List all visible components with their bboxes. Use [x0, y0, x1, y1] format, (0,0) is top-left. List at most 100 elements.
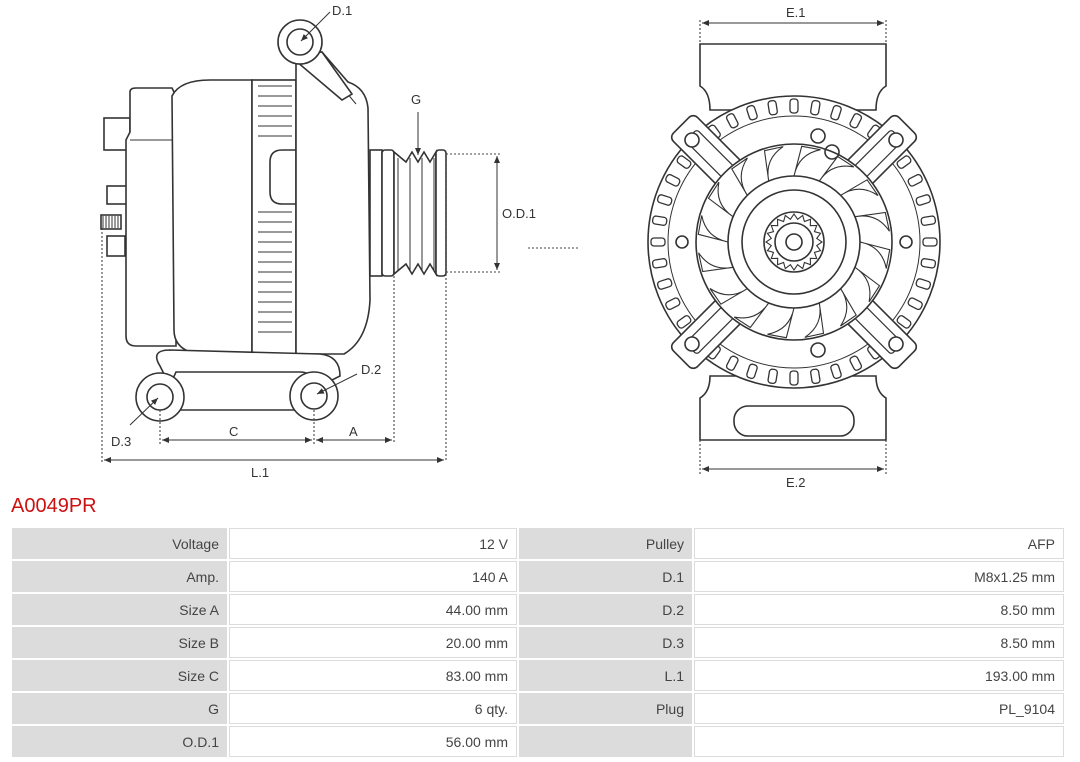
fan-blade — [731, 157, 748, 196]
spec-value-d1: M8x1.25 mm — [694, 561, 1064, 592]
fan-blade — [854, 266, 881, 303]
spec-value-g: 6 qty. — [229, 693, 517, 724]
label-g: G — [411, 92, 421, 107]
fan-blade — [697, 215, 729, 243]
fan-blade — [840, 179, 879, 196]
spec-value-d3: 8.50 mm — [694, 627, 1064, 658]
label-d2: D.2 — [361, 362, 381, 377]
spec-label-size-a: Size A — [12, 594, 227, 625]
vent-slot — [896, 155, 912, 169]
fan-blade — [840, 288, 857, 327]
vent-slot — [907, 297, 923, 311]
vent-slot — [746, 104, 758, 121]
vent-slot — [676, 155, 692, 169]
table-row: G 6 qty. Plug PL_9104 — [12, 693, 1064, 724]
label-d1: D.1 — [332, 3, 352, 18]
spec-label-d3: D.3 — [519, 627, 692, 658]
spec-value-plug: PL_9104 — [694, 693, 1064, 724]
fan-blade — [793, 145, 821, 177]
spec-label-plug: Plug — [519, 693, 692, 724]
fan-blade — [859, 241, 891, 269]
fan-blade — [709, 288, 748, 305]
spec-value-pulley: AFP — [694, 528, 1064, 559]
vent-slot — [725, 113, 739, 129]
spec-value-size-c: 83.00 mm — [229, 660, 517, 691]
spec-value-size-b: 20.00 mm — [229, 627, 517, 658]
label-c: C — [229, 424, 238, 439]
spec-value-size-a: 44.00 mm — [229, 594, 517, 625]
spec-label-g: G — [12, 693, 227, 724]
spec-label-l1: L.1 — [519, 660, 692, 691]
vent-slot — [920, 215, 937, 226]
vent-slot — [789, 370, 799, 386]
vent-slot — [830, 363, 842, 380]
spec-label-d2: D.2 — [519, 594, 692, 625]
fan-blade — [733, 302, 770, 329]
spec-value-d2: 8.50 mm — [694, 594, 1064, 625]
vent-slot — [665, 173, 681, 187]
vent-slot — [896, 315, 912, 329]
vent-slot — [767, 368, 778, 385]
fan-blade — [698, 252, 734, 273]
fan-blades — [697, 145, 891, 339]
spec-label-d1: D.1 — [519, 561, 692, 592]
label-d3: D.3 — [111, 434, 131, 449]
spec-value-od1: 56.00 mm — [229, 726, 517, 757]
side-view — [100, 11, 580, 463]
spec-label-voltage: Voltage — [12, 528, 227, 559]
spec-label-pulley: Pulley — [519, 528, 692, 559]
label-od1: O.D.1 — [502, 206, 536, 221]
label-a: A — [349, 424, 358, 439]
vent-slot — [810, 99, 821, 116]
spec-value-amp: 140 A — [229, 561, 517, 592]
vent-slot — [789, 98, 799, 114]
vent-slot — [665, 297, 681, 311]
vent-slot — [922, 237, 938, 247]
spec-label-size-c: Size C — [12, 660, 227, 691]
fan-blade — [854, 211, 890, 232]
spec-value-voltage: 12 V — [229, 528, 517, 559]
vent-slot — [650, 237, 666, 247]
vent-slot — [725, 355, 739, 371]
spec-label-empty — [519, 726, 692, 757]
vent-slot — [651, 215, 668, 226]
vent-slot — [656, 278, 673, 290]
vent-slot — [915, 278, 932, 290]
vent-slot — [830, 104, 842, 121]
label-e2: E.2 — [786, 475, 806, 490]
label-e1: E.1 — [786, 5, 806, 20]
fan-blade — [707, 181, 734, 218]
vent-slot — [920, 258, 937, 269]
vent-slot — [767, 99, 778, 116]
vent-slot — [849, 113, 863, 129]
table-row: Voltage 12 V Pulley AFP — [12, 528, 1064, 559]
spec-label-size-b: Size B — [12, 627, 227, 658]
vent-slot — [651, 258, 668, 269]
spec-label-od1: O.D.1 — [12, 726, 227, 757]
table-row: Amp. 140 A D.1 M8x1.25 mm — [12, 561, 1064, 592]
spline-teeth — [765, 213, 823, 271]
fan-blade — [804, 302, 825, 338]
table-row: Size B 20.00 mm D.3 8.50 mm — [12, 627, 1064, 658]
label-l1: L.1 — [251, 465, 269, 480]
fan-blade — [763, 146, 784, 182]
alternator-technical-drawing: D.1 G O.D.1 D.2 D.3 C A L.1 E.1 E.2 — [100, 3, 941, 490]
spec-value-empty — [694, 726, 1064, 757]
front-view — [647, 20, 941, 474]
fan-blade — [767, 307, 795, 339]
table-row: Size A 44.00 mm D.2 8.50 mm — [12, 594, 1064, 625]
spec-value-l1: 193.00 mm — [694, 660, 1064, 691]
vent-slot — [907, 173, 923, 187]
table-row: Size C 83.00 mm L.1 193.00 mm — [12, 660, 1064, 691]
part-number-title: A0049PR — [11, 495, 97, 517]
table-row: O.D.1 56.00 mm — [12, 726, 1064, 757]
spec-label-amp: Amp. — [12, 561, 227, 592]
vent-slot — [746, 363, 758, 380]
fan-blade — [818, 155, 855, 182]
vent-slot — [915, 194, 932, 206]
spline-outline — [765, 213, 823, 271]
vent-slot — [676, 315, 692, 329]
vent-slot — [656, 194, 673, 206]
vent-slot — [849, 355, 863, 371]
vent-slot — [810, 368, 821, 385]
